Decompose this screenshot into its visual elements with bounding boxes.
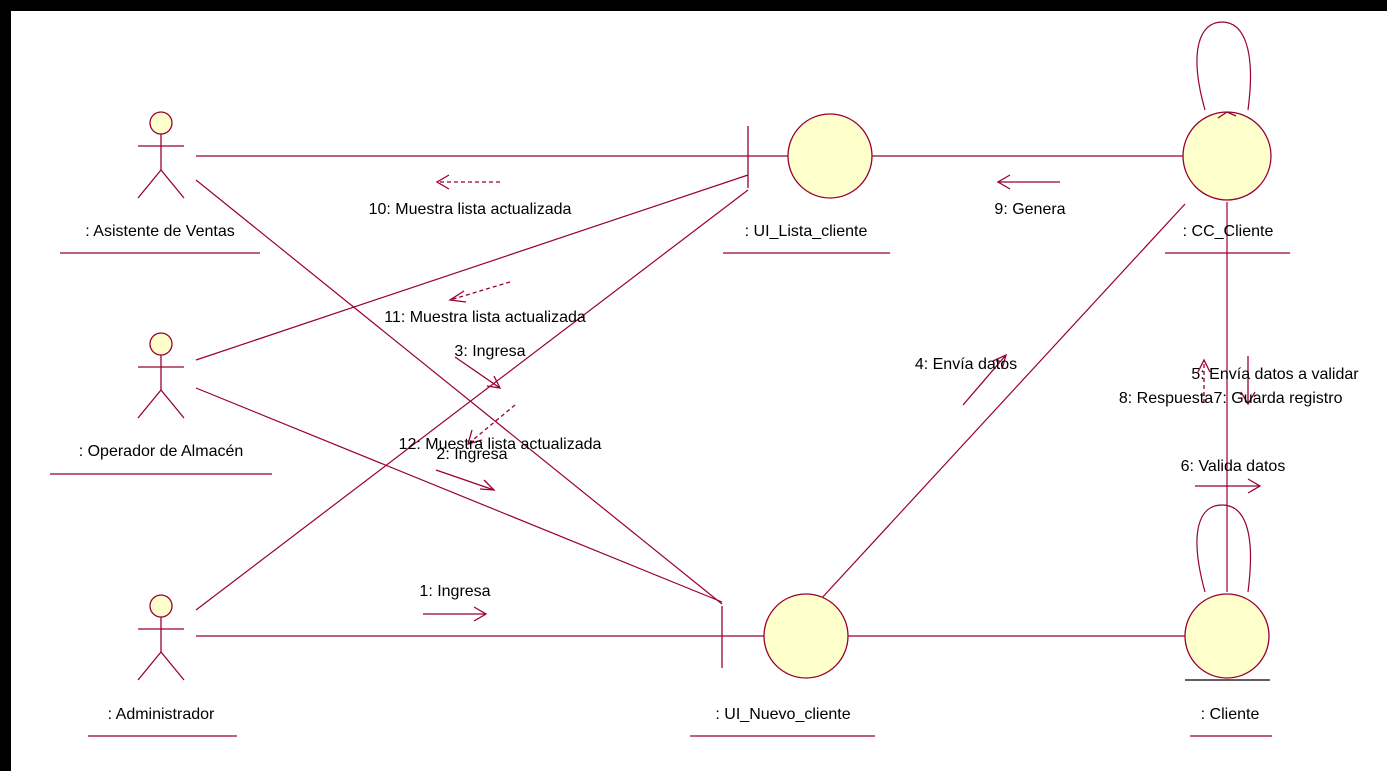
object-cliente [1184,593,1270,681]
actor-label-asistente: : Asistente de Ventas [85,223,234,240]
object-ui-lista-cliente [747,113,873,199]
arrow-msg-9 [996,174,1060,190]
message-label-11: 11: Muestra lista actualizada [384,309,586,326]
message-label-1: 1: Ingresa [419,583,490,600]
message-label-12: 12: Muestra lista actualizada [399,436,602,453]
object-label-cc-cliente: : CC_Cliente [1183,223,1274,240]
actor-asistente [137,111,185,199]
actor-administrador [137,594,185,681]
message-label-5: 5: Envía datos a validar [1191,366,1359,383]
self-loop-cc [1196,21,1252,111]
arrow-msg-2 [435,469,496,491]
arrow-msg-3 [454,356,502,389]
message-label-4: 4: Envía datos [915,356,1017,373]
arrow-msg-5 [1240,356,1256,406]
link-asistente-uinuevo [195,179,723,605]
arrow-msg-1 [423,606,488,622]
element-labels: : Asistente de Ventas : Operador de Alma… [50,223,1290,737]
message-labels: 1: Ingresa 2: Ingresa 3: Ingresa 4: Enví… [369,201,1360,600]
arrow-msg-6 [1195,478,1262,494]
arrow-msg-4 [962,353,1008,406]
actor-label-administrador: : Administrador [108,706,215,723]
actor-label-operador: : Operador de Almacén [79,443,244,460]
message-label-9: 9: Genera [994,201,1065,218]
diagram-background [11,11,1387,771]
object-ui-nuevo-cliente [721,593,849,679]
link-operador-uilista [195,174,749,361]
link-operador-uinuevo [195,387,723,603]
message-label-8: 8: Respuesta [1119,390,1213,407]
actor-operador [137,332,185,419]
arrow-msg-10 [435,174,500,190]
message-label-6: 6: Valida datos [1181,458,1286,475]
message-arrows [423,174,1262,622]
message-label-2: 2: Ingresa [436,446,507,463]
object-label-cliente: : Cliente [1201,706,1260,723]
arrow-msg-8 [1197,358,1211,403]
link-admin-uilista [195,189,749,611]
message-label-7: 7: Guarda registro [1214,390,1343,407]
object-label-ui-lista: : UI_Lista_cliente [745,223,868,240]
arrow-msg-11 [448,281,511,303]
object-cc-cliente [1182,111,1272,201]
message-label-3: 3: Ingresa [454,343,525,360]
message-label-10: 10: Muestra lista actualizada [369,201,572,218]
links [195,21,1252,637]
link-uinuevo-cc [819,203,1186,601]
self-loop-cliente [1196,504,1252,593]
arrow-msg-12 [467,404,516,445]
object-label-ui-nuevo: : UI_Nuevo_cliente [715,706,850,723]
